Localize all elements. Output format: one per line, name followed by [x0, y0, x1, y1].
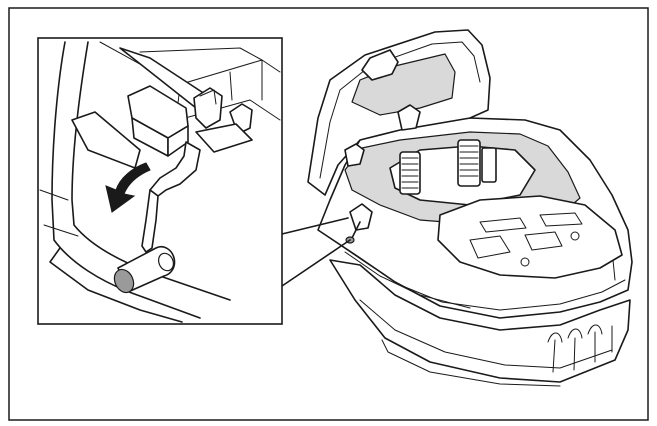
callout-lines	[281, 217, 351, 287]
lever-arrow-icon	[105, 162, 151, 213]
main-device	[307, 29, 633, 387]
device-lever	[345, 203, 373, 244]
inset-latch	[127, 85, 253, 157]
device-base	[329, 259, 631, 383]
internal-rollers	[399, 139, 497, 195]
figure-border	[8, 7, 649, 421]
device-platform	[437, 195, 623, 279]
detail-inset	[37, 37, 283, 325]
inset-lever	[113, 141, 201, 294]
